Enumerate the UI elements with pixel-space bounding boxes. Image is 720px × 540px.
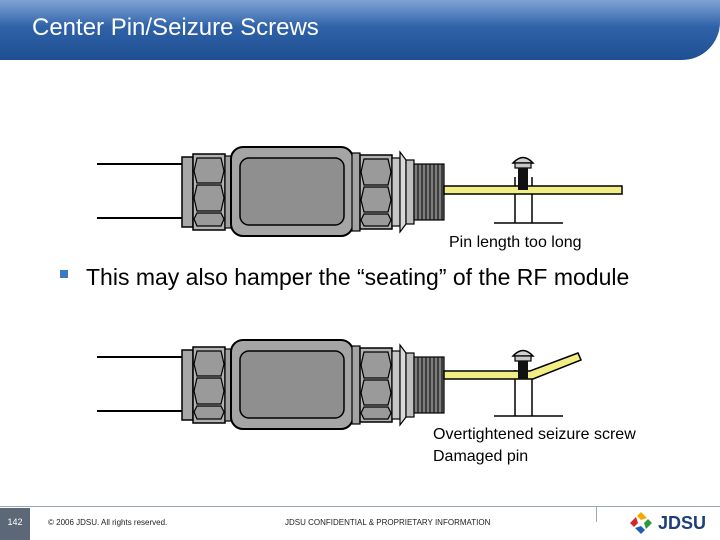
confidential-text: JDSU CONFIDENTIAL & PROPRIETARY INFORMAT…	[285, 518, 491, 527]
footer-divider	[0, 506, 720, 507]
title-bar: Center Pin/Seizure Screws	[0, 0, 720, 60]
bullet-square-icon	[60, 270, 68, 278]
seizure-screw-bottom	[518, 361, 528, 379]
bottom-connector	[96, 339, 582, 430]
jdsu-logo-icon	[630, 512, 652, 534]
center-pin-bent	[443, 352, 582, 380]
page-number: 142	[0, 508, 30, 540]
connector-body	[96, 339, 564, 430]
caption-overtightened: Overtightened seizure screw Damaged pin	[433, 424, 636, 468]
center-pin-long	[443, 185, 623, 195]
caption-pin-too-long: Pin length too long	[449, 234, 582, 251]
logo-wordmark: JDSU	[658, 513, 707, 533]
footer-separator	[596, 506, 597, 522]
top-connector	[96, 146, 623, 237]
caption-line-1: Overtightened seizure screw	[433, 426, 636, 443]
seizure-screw-top	[518, 168, 528, 190]
bullet-text: This may also hamper the “seating” of th…	[86, 264, 630, 290]
copyright-text: © 2006 JDSU. All rights reserved.	[48, 518, 168, 527]
caption-line-2: Damaged pin	[433, 448, 529, 465]
